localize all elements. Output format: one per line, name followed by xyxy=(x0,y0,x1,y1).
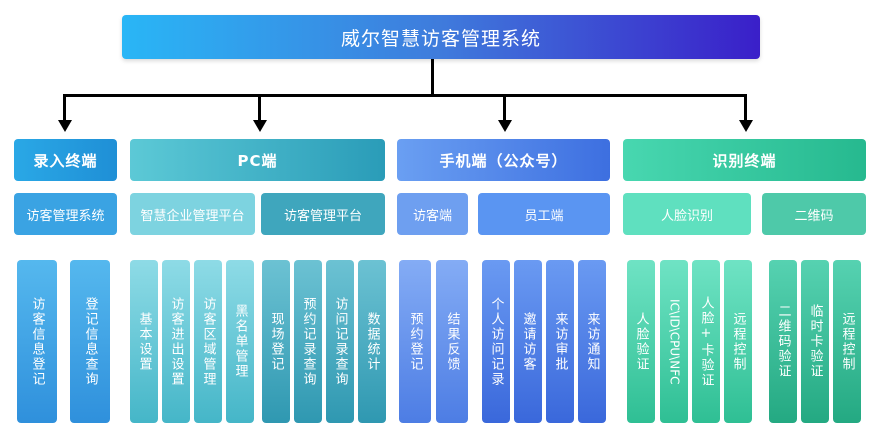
leaf-visit-approval: 来访审批 xyxy=(546,260,574,423)
leaf-basic-settings: 基本设置 xyxy=(130,260,158,423)
sub-visitor-platform: 访客管理平台 xyxy=(261,193,385,235)
arrow-3 xyxy=(498,120,512,132)
leaf-visit-record-query: 访问记录查询 xyxy=(326,260,354,423)
branch-line xyxy=(63,94,747,97)
leaf-invite-visitor: 邀请访客 xyxy=(514,260,542,423)
header-pc: PC端 xyxy=(130,139,385,181)
leaf-appointment-record-query: 预约记录查询 xyxy=(294,260,322,423)
leaf-result-feedback: 结果反馈 xyxy=(436,260,468,423)
header-recognition: 识别终端 xyxy=(623,139,866,181)
sub-smart-enterprise: 智慧企业管理平台 xyxy=(130,193,255,235)
leaf-visitor-info-register: 访客信息登记 xyxy=(17,260,57,423)
sub-staff-end: 员工端 xyxy=(478,193,610,235)
leaf-visit-notification: 来访通知 xyxy=(578,260,606,423)
leaf-temp-card-verification: 临时卡验证 xyxy=(801,260,829,423)
leaf-onsite-registration: 现场登记 xyxy=(262,260,290,423)
leaf-register-info-query: 登记信息查询 xyxy=(70,260,110,423)
leaf-personal-visit-record: 个人访问记录 xyxy=(482,260,510,423)
sub-visitor-end: 访客端 xyxy=(397,193,468,235)
leaf-face-verification: 人脸验证 xyxy=(627,260,655,423)
leaf-qrcode-verification: 二维码验证 xyxy=(769,260,797,423)
leaf-blacklist-management: 黑名单管理 xyxy=(226,260,254,423)
header-mobile: 手机端（公众号） xyxy=(397,139,610,181)
leaf-visitor-area-management: 访客区域管理 xyxy=(194,260,222,423)
leaf-appointment-register: 预约登记 xyxy=(399,260,431,423)
trunk-line xyxy=(431,59,434,96)
leaf-face-card-verification: 人脸+卡验证 xyxy=(692,260,720,423)
leaf-remote-control-1: 远程控制 xyxy=(724,260,752,423)
sub-visitor-system: 访客管理系统 xyxy=(14,193,117,235)
leaf-remote-control-2: 远程控制 xyxy=(833,260,861,423)
header-input-terminal: 录入终端 xyxy=(14,139,117,181)
drop-line-1 xyxy=(63,94,66,120)
arrow-2 xyxy=(253,120,267,132)
leaf-data-statistics: 数据统计 xyxy=(358,260,386,423)
leaf-visitor-access-settings: 访客进出设置 xyxy=(162,260,190,423)
leaf-ic-id-cpu-nfc: IC\ID\CPU\NFC xyxy=(660,260,688,423)
arrow-1 xyxy=(58,120,72,132)
system-title: 威尔智慧访客管理系统 xyxy=(122,15,760,59)
drop-line-4 xyxy=(744,94,747,120)
arrow-4 xyxy=(739,120,753,132)
sub-face-recognition: 人脸识别 xyxy=(623,193,751,235)
sub-qrcode: 二维码 xyxy=(762,193,866,235)
drop-line-3 xyxy=(503,94,506,120)
drop-line-2 xyxy=(258,94,261,120)
